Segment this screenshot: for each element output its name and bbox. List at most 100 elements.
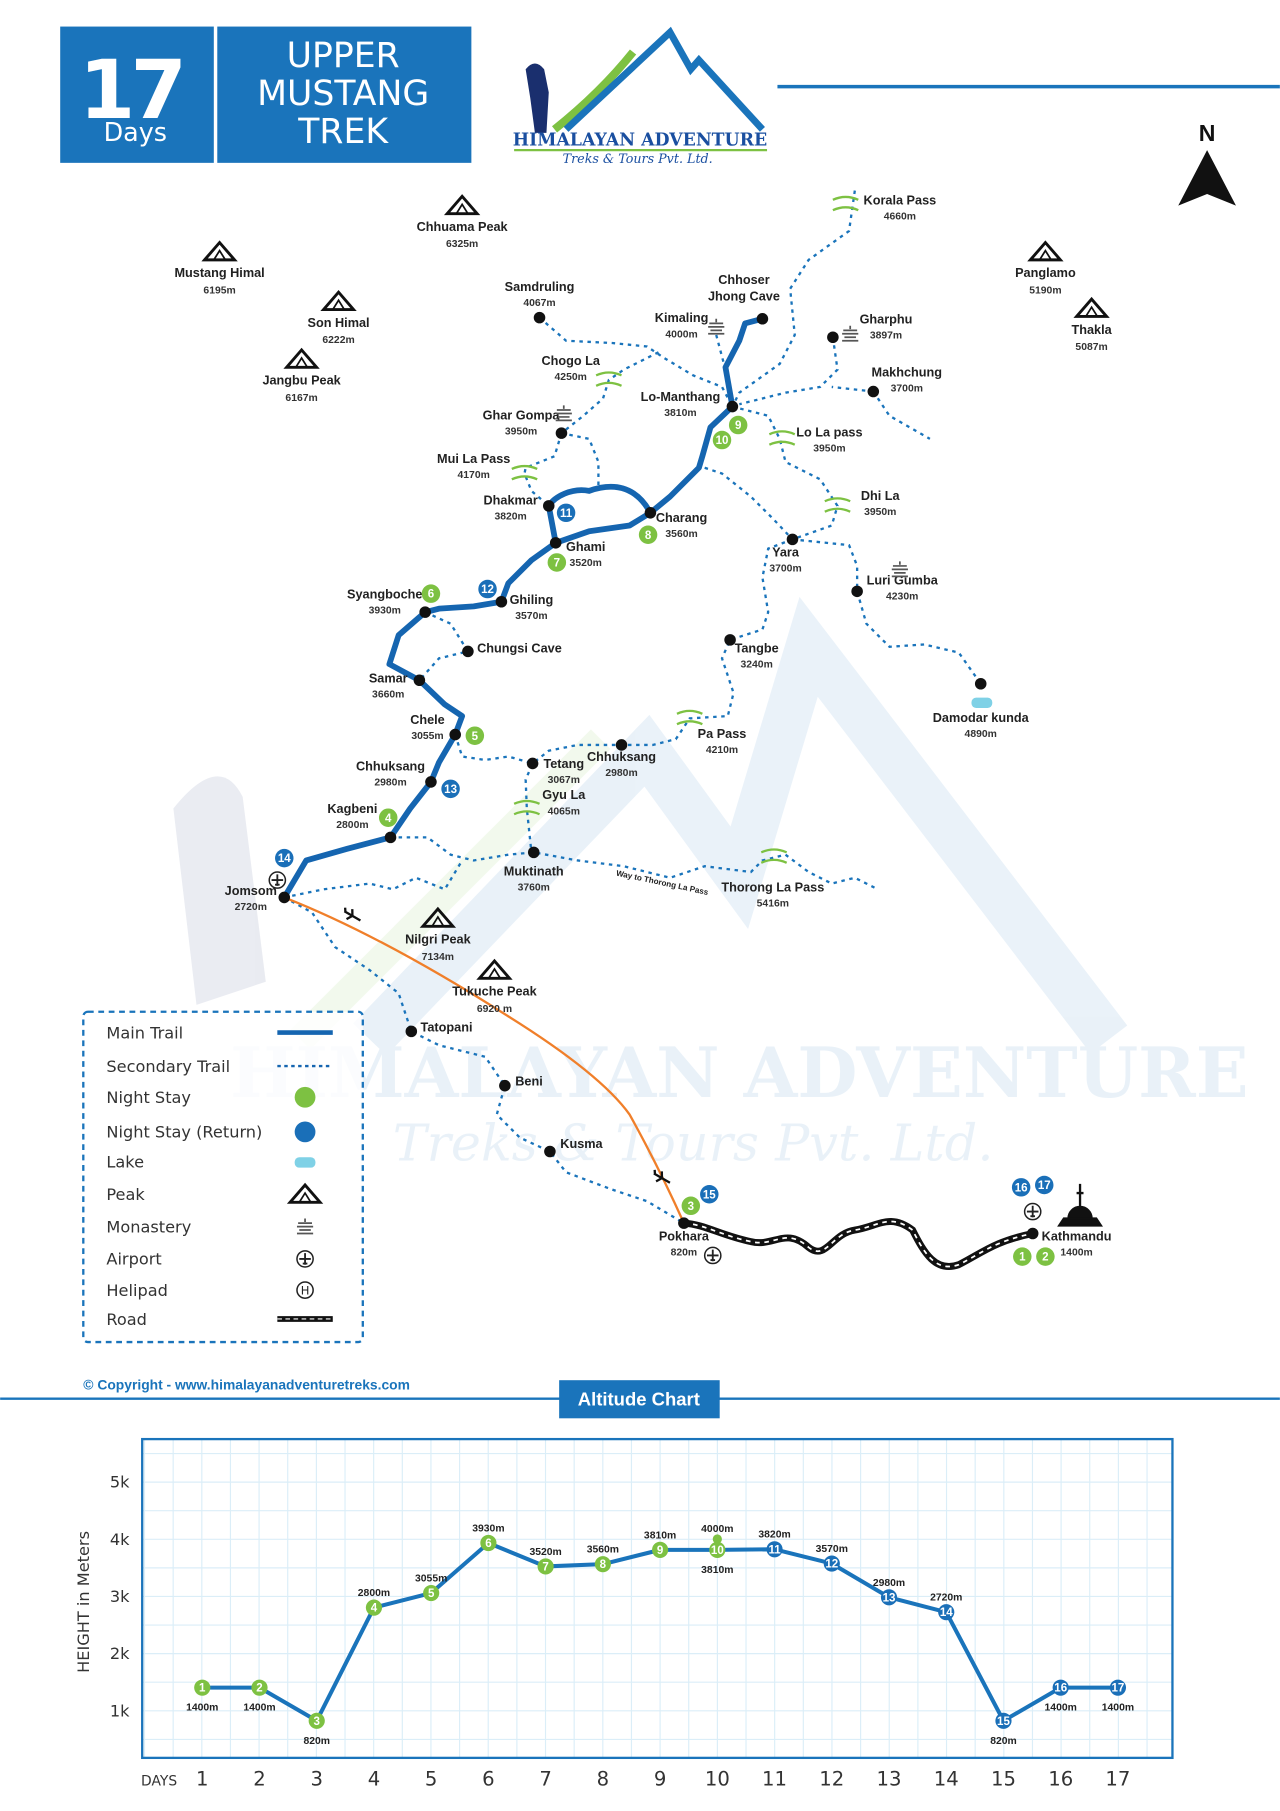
y-tick-label: 3k: [110, 1587, 130, 1606]
trail-note: Way to Thorong La Pass: [615, 869, 709, 897]
location-altitude: 3520m: [570, 558, 602, 569]
location-altitude: 3950m: [505, 426, 537, 437]
legend-label: Lake: [106, 1153, 144, 1172]
location-name: Chele: [410, 713, 445, 727]
peak-altitude: 5087m: [1075, 342, 1107, 353]
map-location[interactable]: Kusma: [544, 1137, 604, 1158]
x-tick-label: 10: [705, 1768, 730, 1791]
chart-title: Altitude Chart: [578, 1389, 700, 1410]
legend-item-road: Road: [106, 1310, 333, 1329]
day-badge: 13: [441, 779, 460, 799]
location-altitude: 3700m: [769, 564, 801, 575]
peak-altitude: 6222m: [322, 335, 354, 346]
airport-icon: [703, 1246, 722, 1265]
legend-item-night-stay-return: Night Stay (Return): [106, 1121, 316, 1143]
pass-altitude: 4170m: [458, 470, 490, 481]
data-point: [537, 1558, 554, 1575]
plane-icon: [343, 907, 361, 922]
location-dot: [462, 645, 474, 658]
location-dot: [726, 400, 739, 413]
secondary-trail: [872, 390, 931, 440]
day-badge: 7: [547, 553, 567, 572]
day-number: 10: [716, 435, 729, 447]
data-point-day: 5: [428, 1588, 435, 1600]
y-tick-label: 5k: [110, 1473, 130, 1492]
night-stay-return-swatch: [294, 1121, 316, 1143]
x-tick-label: 17: [1105, 1768, 1130, 1791]
data-point-day: 3: [314, 1716, 320, 1728]
location-dot: [974, 677, 987, 690]
day-number: 14: [278, 853, 291, 865]
chart-title-box: [559, 1380, 720, 1419]
location-dot: [533, 311, 546, 324]
copyright-link[interactable]: © Copyright - www.himalayanadventuretrek…: [83, 1376, 410, 1392]
location-altitude: 3660m: [372, 690, 404, 701]
monastery-icon: [891, 561, 908, 578]
data-point: [251, 1679, 268, 1696]
secondary-trail: [704, 466, 794, 541]
secondary-trail: [418, 611, 470, 682]
day-badge: 10: [712, 430, 732, 450]
y-tick-label: 2k: [110, 1644, 130, 1663]
location-name: Beni: [515, 1075, 543, 1089]
monastery-icon: [842, 325, 859, 342]
map-location[interactable]: Tatopani: [405, 1020, 473, 1038]
location-altitude: 1400m: [1060, 1247, 1092, 1258]
map-location[interactable]: Beni: [499, 1075, 543, 1092]
hiker-icon: [525, 63, 549, 133]
data-point-day: 17: [1112, 1683, 1125, 1695]
monastery-icon: [555, 405, 572, 422]
pass-icon: [513, 799, 540, 816]
data-point-day: 14: [940, 1607, 953, 1619]
legend-label: Monastery: [106, 1217, 191, 1236]
monastery-icon: [296, 1218, 314, 1235]
location-dot: [724, 634, 736, 646]
peak-name: Mustang Himal: [174, 266, 264, 280]
day-badge: 12: [478, 579, 497, 599]
location-dot: [526, 757, 539, 770]
location-altitude: 3820m: [494, 512, 526, 523]
north-arrow-icon: N: [1178, 120, 1236, 206]
y-tick-label: 4k: [110, 1530, 130, 1549]
data-point: [194, 1679, 211, 1696]
helipad-icon: H: [296, 1281, 314, 1299]
location-altitude: 3760m: [518, 882, 550, 893]
map-location[interactable]: Chungsi Cave: [462, 642, 562, 658]
location-name: Syangboche: [347, 587, 422, 601]
airport-icon: [296, 1250, 314, 1268]
trails-layer: [281, 190, 1034, 1270]
road-centerline: [683, 1220, 1033, 1268]
night-stay-swatch: [294, 1086, 316, 1108]
day-badge: 16: [1011, 1178, 1031, 1197]
